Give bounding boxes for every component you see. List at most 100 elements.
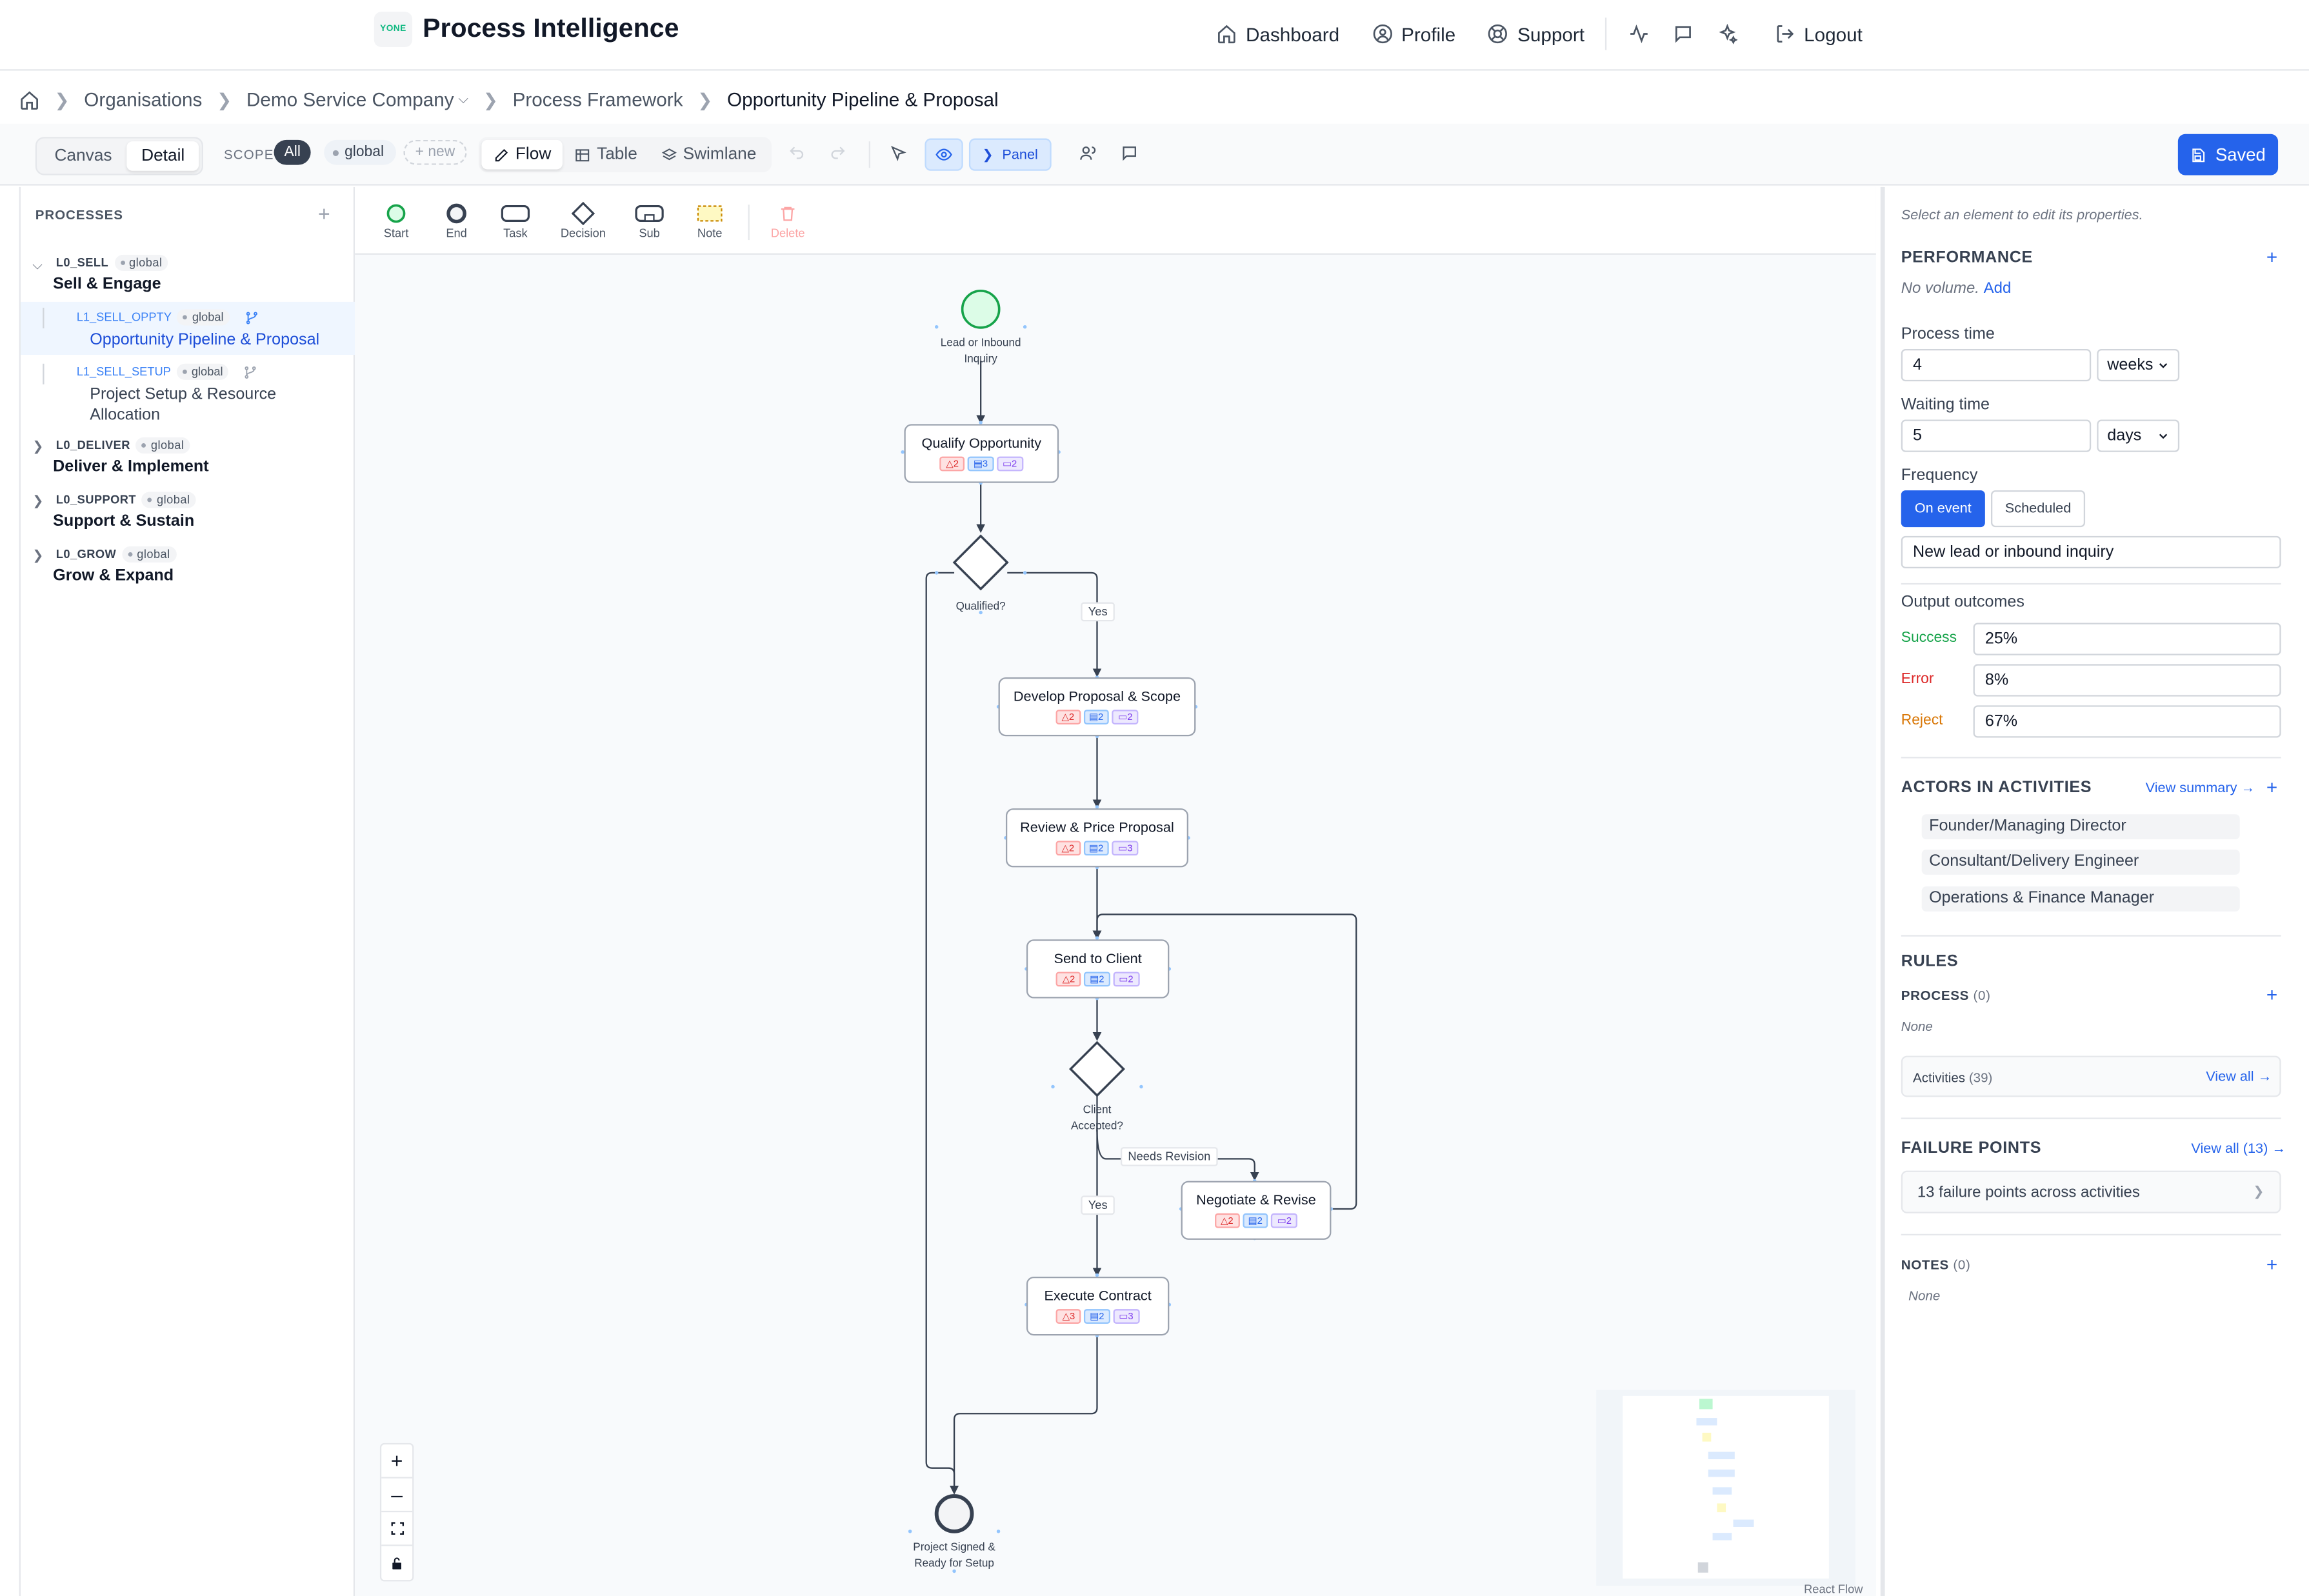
palette-start[interactable]: Start — [366, 200, 425, 240]
chevron-right-icon[interactable]: ❯ — [32, 493, 44, 508]
nav-profile[interactable]: Profile — [1372, 23, 1455, 45]
minimap[interactable] — [1596, 1390, 1855, 1586]
frequency-trigger-input[interactable]: New lead or inbound inquiry — [1901, 535, 2281, 569]
chevron-down-icon[interactable]: ⌵ — [32, 257, 43, 273]
comment-badge[interactable]: ▭2 — [1113, 972, 1139, 987]
add-rule-icon[interactable]: + — [2266, 983, 2278, 1006]
panel-toggle-button[interactable]: ❯ Panel — [968, 138, 1052, 171]
warning-badge[interactable]: △3 — [1056, 1309, 1081, 1324]
undo-icon[interactable] — [788, 145, 805, 162]
system-badge[interactable]: ▤2 — [1084, 972, 1110, 987]
palette-task[interactable]: Task — [486, 200, 545, 240]
mode-detail-button[interactable]: Detail — [126, 141, 200, 171]
palette-decision[interactable]: Decision — [554, 200, 612, 240]
frequency-on-event-button[interactable]: On event — [1901, 490, 1985, 528]
activities-rules-box[interactable]: Activities (39) View all → — [1901, 1055, 2281, 1097]
mode-canvas-button[interactable]: Canvas — [54, 147, 112, 165]
chevron-right-icon[interactable]: ❯ — [32, 439, 44, 454]
logo[interactable]: YONE — [374, 12, 413, 48]
chevron-right-icon[interactable]: ❯ — [32, 548, 44, 563]
comment-badge[interactable]: ▭2 — [996, 456, 1023, 472]
warning-badge[interactable]: △2 — [1055, 710, 1081, 725]
waiting-time-unit-select[interactable]: days — [2097, 419, 2180, 452]
add-actor-icon[interactable]: + — [2266, 775, 2278, 799]
comment-badge[interactable]: ▭2 — [1271, 1213, 1298, 1228]
scope-global-pill[interactable]: global — [324, 139, 396, 165]
process-time-input[interactable]: 4 — [1901, 348, 2092, 382]
view-flow-button[interactable]: Flow — [481, 139, 563, 170]
waiting-time-input[interactable]: 5 — [1901, 419, 2092, 452]
system-badge[interactable]: ▤2 — [1083, 841, 1110, 856]
failure-points-summary-box[interactable]: 13 failure points across activities ❯ — [1901, 1170, 2281, 1213]
add-performance-icon[interactable]: + — [2266, 246, 2278, 268]
home-icon[interactable] — [19, 89, 40, 110]
nav-support[interactable]: Support — [1488, 23, 1584, 45]
branch-icon[interactable] — [244, 364, 259, 379]
chevron-down-icon[interactable]: ⌵ — [458, 91, 468, 106]
flow-canvas[interactable]: Start End Task Decision Sub Note — [355, 186, 1876, 1596]
nav-dashboard[interactable]: Dashboard — [1216, 23, 1339, 45]
breadcrumb-framework[interactable]: Process Framework — [512, 88, 683, 111]
task-node-execute-contract[interactable]: Execute Contract △3▤2▭3 — [1026, 1276, 1170, 1336]
task-node-send-to-client[interactable]: Send to Client △2▤2▭2 — [1026, 939, 1170, 999]
task-node-review-price[interactable]: Review & Price Proposal △2▤2▭3 — [1005, 808, 1189, 868]
activities-view-all-link[interactable]: View all → — [2206, 1069, 2272, 1086]
palette-note[interactable]: Note — [681, 200, 739, 240]
task-node-develop-proposal[interactable]: Develop Proposal & Scope △2▤2▭2 — [998, 677, 1196, 737]
view-summary-link[interactable]: View summary → — [2145, 780, 2255, 797]
branch-icon[interactable] — [245, 310, 259, 324]
success-input[interactable]: 25% — [1973, 623, 2281, 655]
add-process-icon[interactable]: + — [318, 201, 330, 226]
task-node-negotiate-revise[interactable]: Negotiate & Revise △2▤2▭2 — [1181, 1181, 1332, 1240]
view-swimlane-button[interactable]: Swimlane — [649, 140, 768, 170]
edge-label-yes[interactable]: Yes — [1081, 602, 1115, 622]
lock-icon[interactable] — [381, 1546, 412, 1580]
scope-new-pill[interactable]: + new — [403, 139, 467, 165]
activity-icon[interactable] — [1627, 22, 1651, 46]
edge-label-needs-revision[interactable]: Needs Revision — [1121, 1147, 1218, 1166]
react-flow-attribution[interactable]: React Flow — [1804, 1582, 1863, 1596]
frequency-scheduled-button[interactable]: Scheduled — [1990, 490, 2086, 528]
redo-icon[interactable] — [829, 145, 846, 162]
comment-icon[interactable] — [1121, 145, 1138, 162]
zoom-out-icon[interactable]: – — [381, 1479, 413, 1513]
process-time-unit-select[interactable]: weeks — [2097, 348, 2180, 382]
actor-item[interactable]: Operations & Finance Manager — [1921, 886, 2240, 912]
zoom-in-icon[interactable]: + — [381, 1444, 413, 1479]
system-badge[interactable]: ▤2 — [1242, 1213, 1268, 1228]
warning-badge[interactable]: △2 — [1214, 1213, 1239, 1228]
breadcrumb-company[interactable]: Demo Service Company — [246, 88, 454, 111]
saved-button[interactable]: Saved — [2177, 134, 2279, 175]
palette-sub[interactable]: Sub — [620, 200, 679, 240]
system-badge[interactable]: ▤2 — [1084, 1309, 1110, 1324]
actor-item[interactable]: Founder/Managing Director — [1921, 814, 2240, 840]
comment-badge[interactable]: ▭2 — [1112, 710, 1139, 725]
add-volume-link[interactable]: Add — [1983, 279, 2012, 298]
add-note-icon[interactable]: + — [2266, 1253, 2278, 1275]
failure-view-all-link[interactable]: View all (13) → — [2191, 1141, 2286, 1158]
error-input[interactable]: 8% — [1973, 664, 2281, 697]
message-icon[interactable] — [1672, 22, 1695, 46]
palette-delete[interactable]: Delete — [759, 200, 817, 240]
warning-badge[interactable]: △2 — [940, 456, 965, 472]
reject-input[interactable]: 67% — [1973, 705, 2281, 738]
fit-view-icon[interactable] — [381, 1512, 413, 1546]
users-icon[interactable] — [1079, 145, 1097, 162]
actor-item[interactable]: Consultant/Delivery Engineer — [1921, 850, 2240, 875]
warning-badge[interactable]: △2 — [1056, 972, 1081, 987]
palette-end[interactable]: End — [427, 200, 486, 240]
breadcrumb-organisations[interactable]: Organisations — [84, 88, 203, 111]
view-table-button[interactable]: Table — [563, 140, 650, 170]
edge-label-yes[interactable]: Yes — [1081, 1195, 1115, 1215]
comment-badge[interactable]: ▭3 — [1112, 841, 1139, 856]
sparkles-icon[interactable] — [1715, 22, 1739, 46]
comment-badge[interactable]: ▭3 — [1113, 1309, 1139, 1324]
system-badge[interactable]: ▤3 — [967, 456, 994, 472]
system-badge[interactable]: ▤2 — [1083, 710, 1110, 725]
eye-toggle-button[interactable] — [925, 138, 963, 171]
pointer-icon[interactable] — [890, 145, 907, 162]
